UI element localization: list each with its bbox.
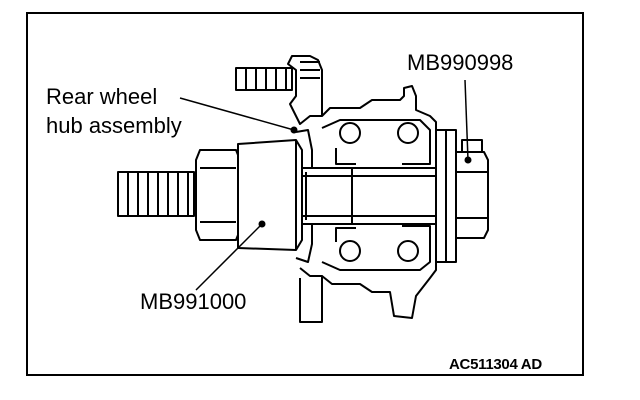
- figure-code: AC511304 AD: [449, 356, 542, 373]
- label-rear-wheel-hub-line2: hub assembly: [46, 113, 182, 138]
- hub-body: [287, 55, 437, 323]
- figure-frame: [26, 12, 584, 376]
- tool-shaft: [301, 167, 453, 225]
- tool-threaded-end: [117, 171, 195, 217]
- leader-dot-hub: [290, 126, 298, 134]
- leader-lines: [179, 79, 469, 291]
- tool-left-nut: [195, 149, 241, 241]
- tool-mb990998-nut: [455, 139, 489, 239]
- wheel-stud: [235, 61, 320, 91]
- tool-flange-plate: [435, 129, 457, 263]
- leader-dot-mb990998: [464, 156, 472, 164]
- label-mb991000: MB991000: [140, 289, 247, 314]
- bearing-balls: [339, 122, 419, 262]
- tool-mb991000-sleeve: [237, 139, 303, 251]
- label-mb990998: MB990998: [407, 50, 514, 75]
- label-rear-wheel-hub-line1: Rear wheel: [46, 84, 158, 109]
- leader-dot-mb991000: [258, 220, 266, 228]
